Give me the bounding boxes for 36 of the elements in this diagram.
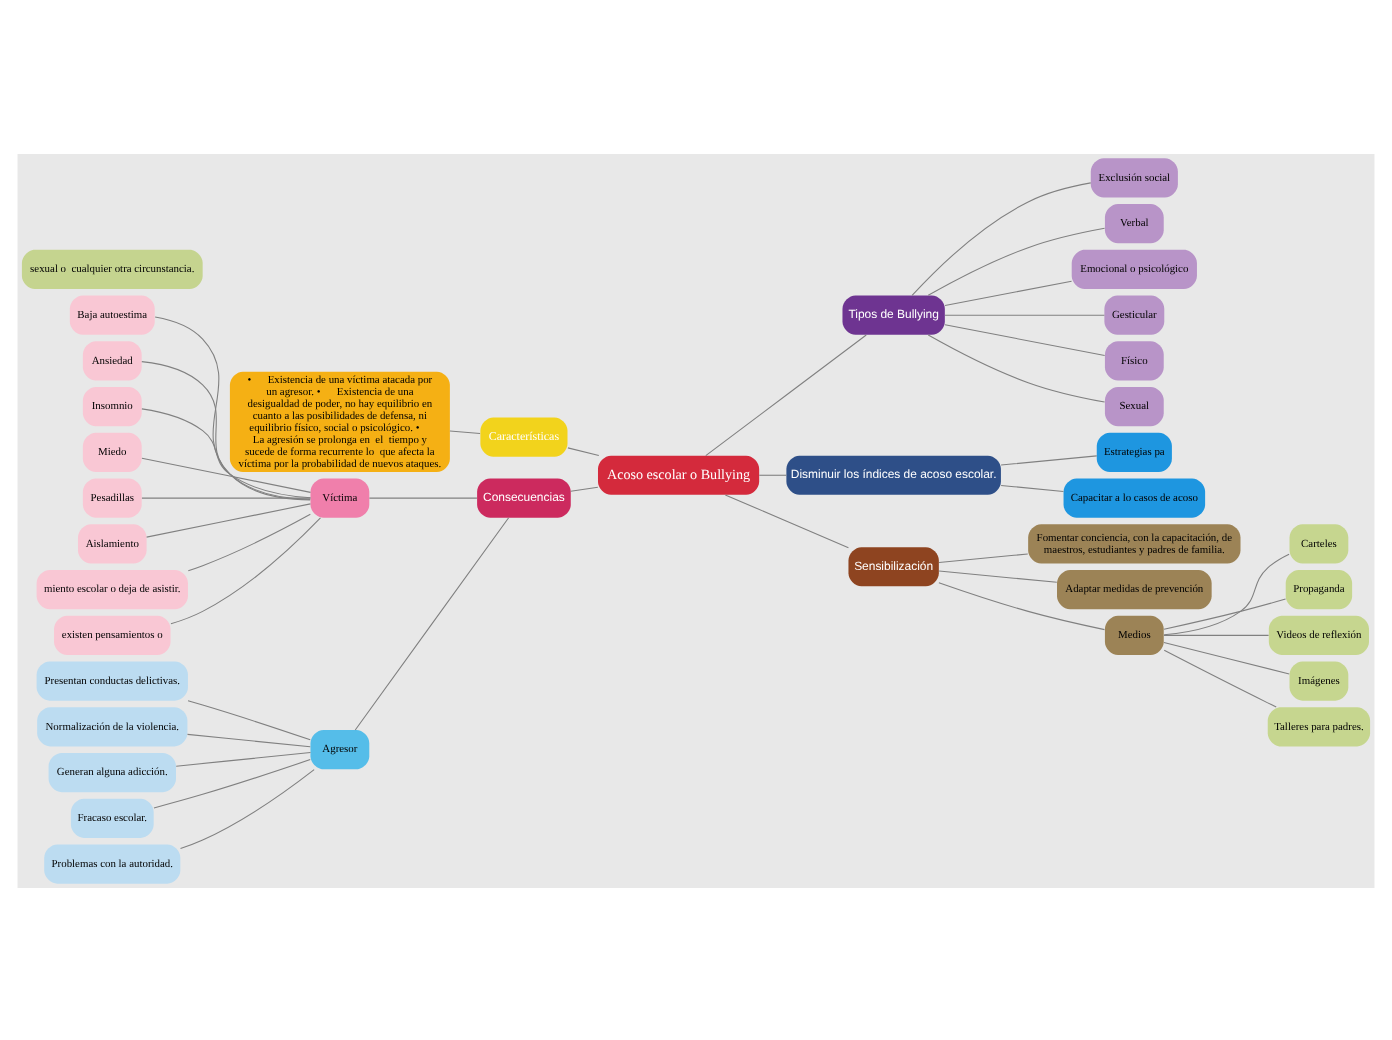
connector — [724, 493, 849, 548]
connector — [1163, 597, 1287, 629]
connector — [146, 502, 311, 537]
connector — [938, 581, 1106, 630]
connector — [911, 181, 1092, 296]
connector — [186, 732, 311, 747]
connector — [570, 485, 599, 491]
connector — [944, 323, 1106, 355]
connector — [927, 226, 1106, 295]
connector — [938, 552, 1029, 563]
connector — [179, 768, 315, 849]
connector — [368, 496, 478, 498]
connector — [567, 446, 600, 456]
connector — [141, 360, 311, 499]
connector — [141, 407, 311, 498]
connector — [1000, 454, 1098, 465]
connector — [449, 429, 481, 434]
connector — [944, 313, 1105, 315]
connector — [170, 516, 321, 624]
connector — [153, 758, 311, 808]
connector — [141, 456, 312, 492]
connector — [187, 699, 311, 740]
connector — [187, 512, 311, 571]
connector — [927, 333, 1106, 402]
connector — [705, 333, 867, 456]
connector — [944, 279, 1073, 306]
connector — [354, 516, 510, 730]
connector — [1163, 552, 1290, 635]
connector — [758, 473, 787, 475]
connector — [1163, 640, 1290, 674]
connector — [1163, 633, 1270, 635]
connector — [938, 569, 1058, 582]
connector — [175, 751, 312, 766]
connector — [1000, 483, 1064, 491]
connector — [1163, 648, 1277, 707]
connector — [141, 496, 312, 498]
